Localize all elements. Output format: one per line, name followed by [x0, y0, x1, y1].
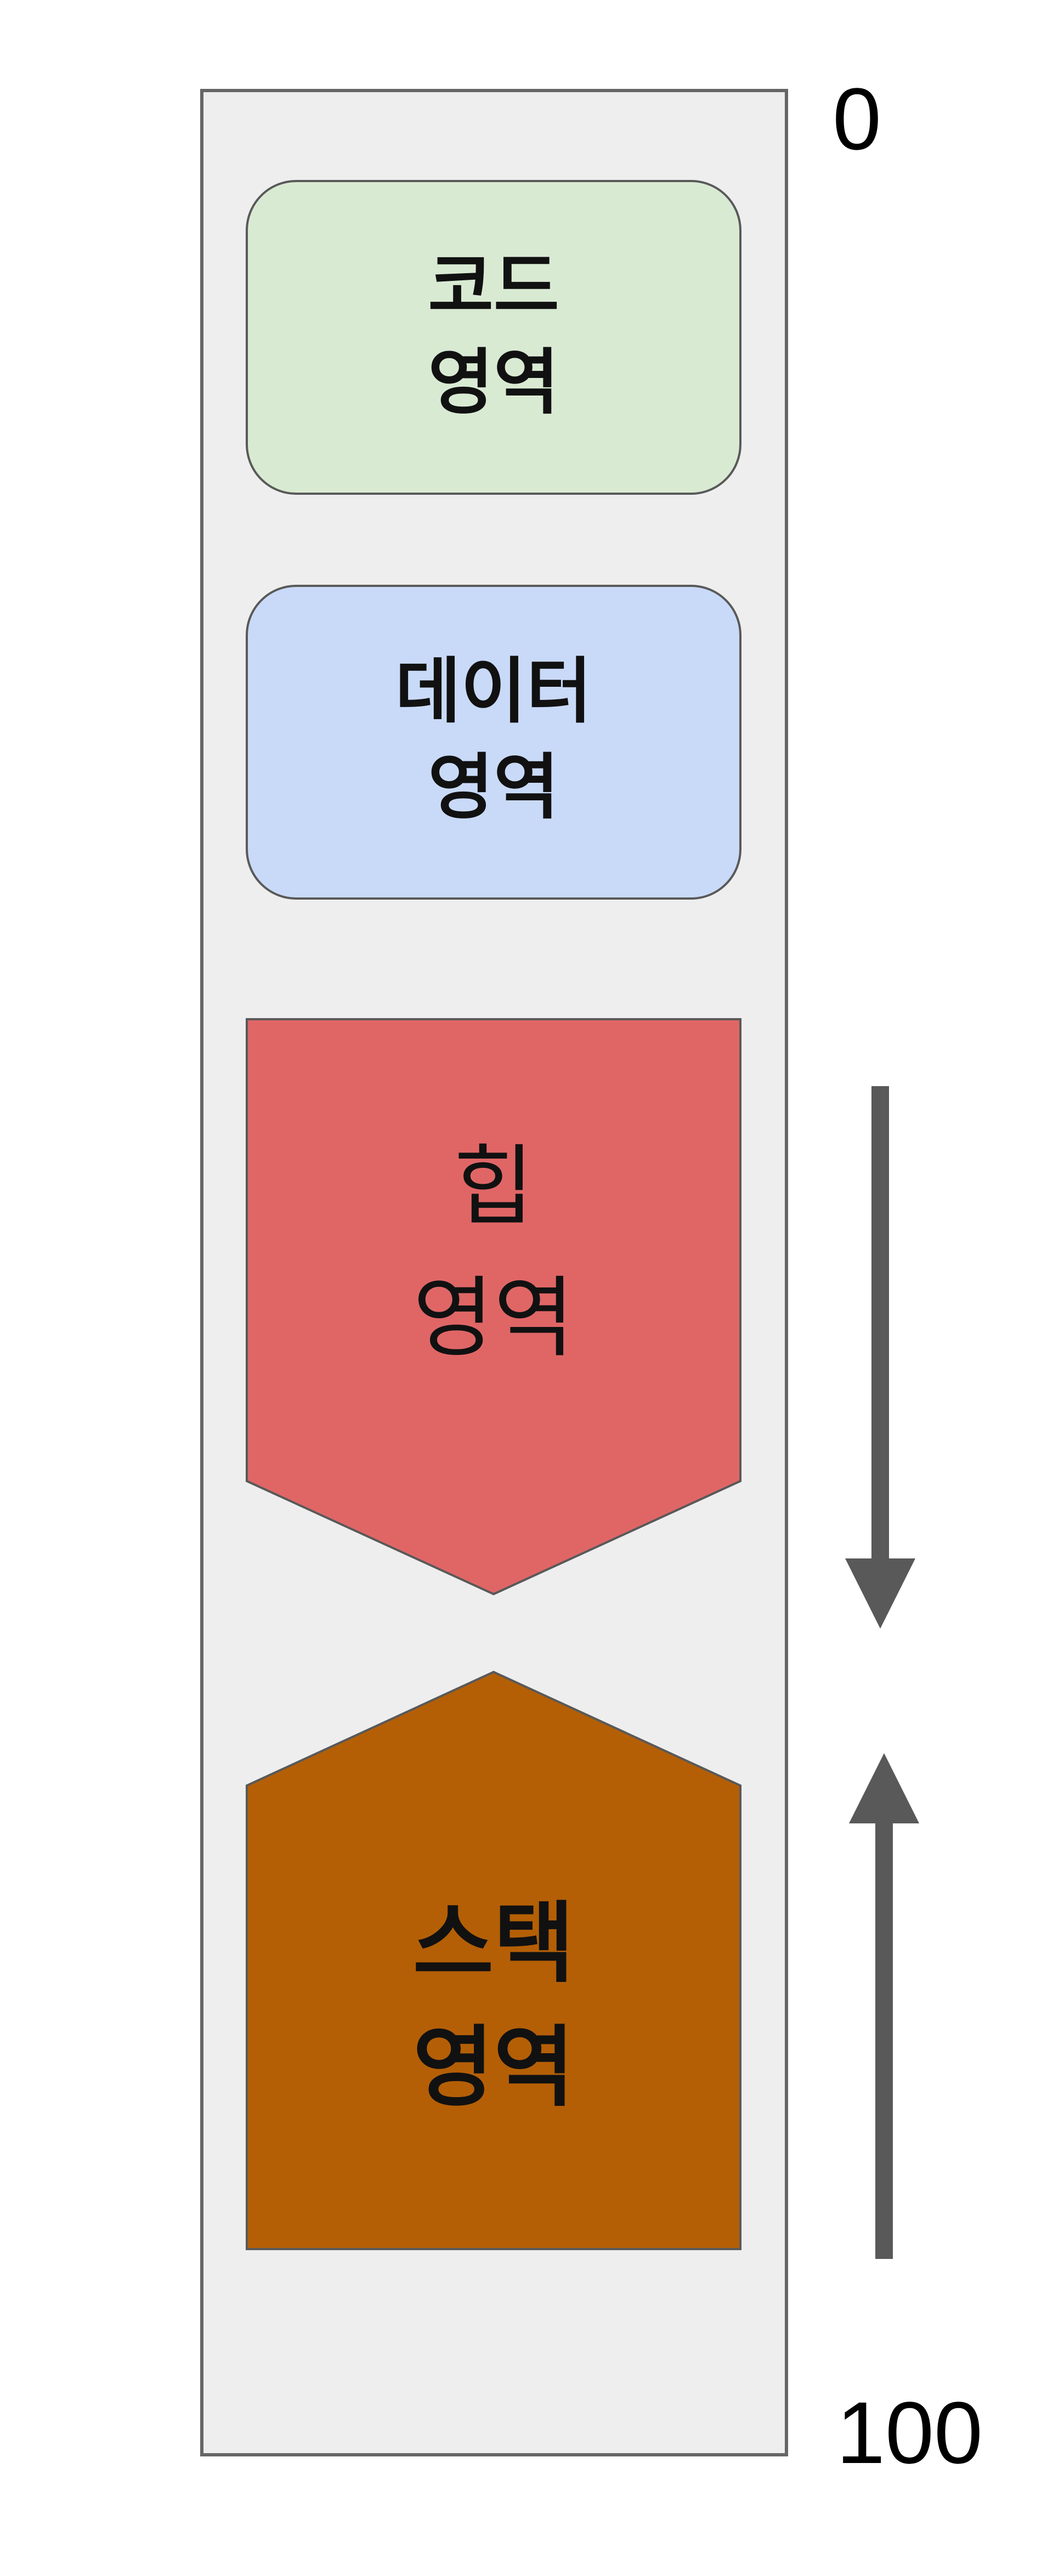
address-end-label: 100 [836, 2383, 983, 2482]
heap-segment-label-line2: 영역 [413, 1267, 574, 1369]
address-start-label: 0 [833, 70, 881, 168]
code-segment [246, 180, 741, 495]
stack-segment-label-line1: 스택 [413, 1892, 574, 1995]
data-segment-label-line1: 데이터 [395, 649, 592, 733]
code-segment-label-line1: 코드 [428, 245, 559, 328]
data-segment-label-line2: 영역 [428, 745, 559, 829]
stack-segment-label-line2: 영역 [413, 2016, 574, 2119]
stack-segment [246, 1670, 741, 2250]
heap-segment-label-line1: 힙 [453, 1135, 534, 1238]
code-segment-label-line2: 영역 [428, 341, 559, 424]
data-segment [246, 585, 741, 900]
heap-segment [246, 1018, 741, 1596]
